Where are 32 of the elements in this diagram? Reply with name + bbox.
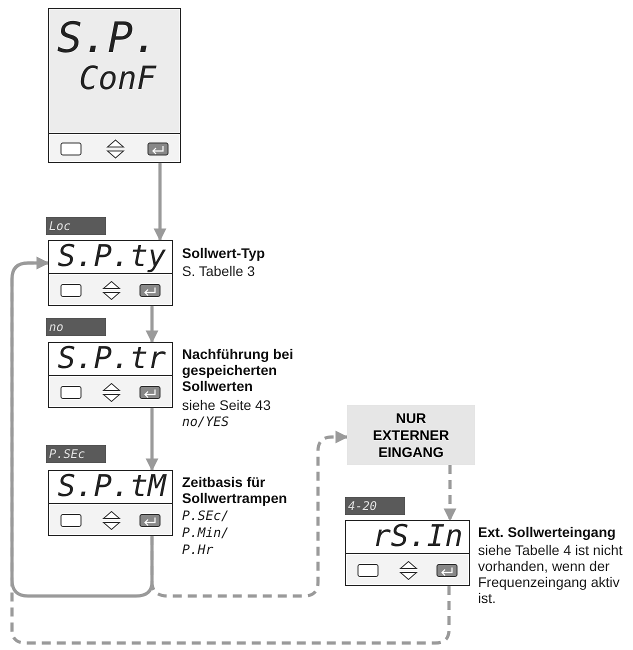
arrow <box>146 306 158 344</box>
description-text: siehe Seite 43 <box>182 397 272 413</box>
arrow <box>154 163 166 242</box>
arrow <box>146 408 158 472</box>
arrow <box>444 465 456 522</box>
segment-readout: ConF <box>79 59 156 97</box>
display-panel <box>345 520 470 586</box>
option-values: P.SEc/ P.Min/ P.Hr <box>182 508 230 559</box>
condition-box <box>347 405 475 465</box>
display-panel <box>48 8 181 163</box>
parameter-title: Ext. Sollwerteingang <box>478 524 617 540</box>
parameter-title: Sollwert-Typ <box>182 245 266 261</box>
default-value-tag: no <box>46 318 106 336</box>
default-value-tag: Loc <box>46 217 106 235</box>
arrow <box>150 430 348 598</box>
default-value-tag: 4-20 <box>345 497 405 515</box>
description-text: S. Tabelle 3 <box>182 263 256 279</box>
display-panel <box>48 470 173 536</box>
display-panel <box>48 342 173 408</box>
default-value-tag: P.SEc <box>46 445 106 463</box>
display-panel <box>48 240 173 306</box>
segment-readout: S.P.tM <box>58 469 166 504</box>
parameter-title: Nachführung bei gespeicherten Sollwerten <box>182 346 294 394</box>
segment-readout: S.P. <box>57 13 158 62</box>
description-text: siehe Tabelle 4 ist nicht vorhanden, wenn der Frequenzeingang aktiv ist. <box>478 542 624 606</box>
parameter-title: Zeitbasis für Sollwertrampen <box>182 474 288 506</box>
segment-readout: S.P.ty <box>58 239 166 274</box>
option-values: no/YES <box>182 414 229 431</box>
segment-readout: S.P.tr <box>58 341 166 376</box>
segment-readout: rS.In <box>372 519 463 554</box>
arrow <box>10 256 451 645</box>
condition-text: NUR EXTERNER EINGANG <box>372 410 450 460</box>
